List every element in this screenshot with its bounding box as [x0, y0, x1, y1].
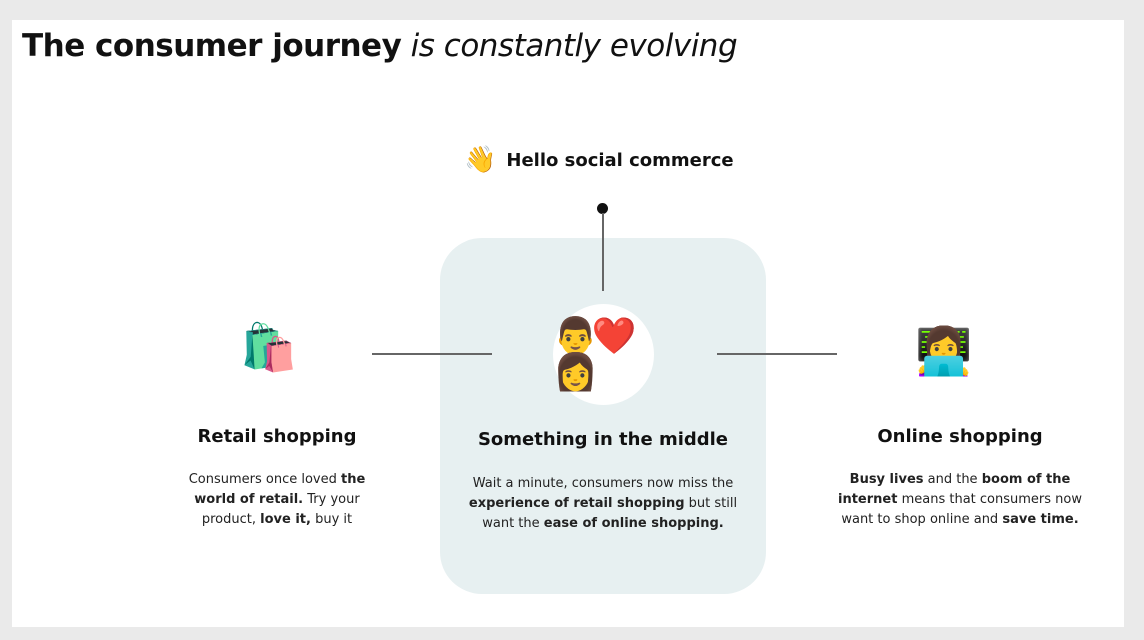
bold-segment-3: ease of online shopping. — [543, 516, 724, 531]
connector-right-line — [717, 353, 837, 355]
left-icon-wrap: 🛍️ — [240, 318, 298, 376]
retail-heading: Retail shopping — [197, 426, 357, 447]
text-segment-2: Try your product, — [201, 492, 360, 527]
middle-description: Wait a minute, consumers now miss the ex… — [458, 474, 748, 534]
slide-title: The consumer journey is constantly evolv… — [22, 28, 738, 64]
couple-with-heart-icon: 👨❤️👩 — [553, 315, 637, 393]
waving-hand-icon: 👋 — [464, 145, 497, 175]
online-description: Busy lives and the boom of the internet … — [820, 470, 1100, 530]
text-segment-3: means that consumers now want to shop on… — [841, 492, 1082, 527]
connector-left-line — [372, 353, 492, 355]
bold-segment-2: boom of the internet — [838, 472, 1071, 507]
center-panel — [440, 238, 766, 594]
bold-segment-3: love it, — [260, 512, 311, 527]
person-with-laptop-icon: 👩‍💻 — [915, 324, 973, 378]
shopping-bags-icon: 🛍️ — [240, 320, 298, 374]
online-heading: Online shopping — [877, 426, 1043, 447]
connector-vertical-line — [602, 213, 604, 291]
slide: The consumer journey is constantly evolv… — [12, 20, 1124, 627]
bold-segment-0: Busy lives — [849, 472, 924, 487]
top-node: 👋 Hello social commerce — [464, 144, 734, 176]
text-segment-4: buy it — [310, 512, 353, 527]
middle-heading: Something in the middle — [477, 429, 729, 450]
bold-segment-1: the world of retail. — [194, 472, 366, 507]
connector-dot — [597, 203, 608, 214]
bold-segment-4: save time. — [1002, 512, 1079, 527]
text-segment-0: Consumers once loved — [188, 472, 341, 487]
right-icon-wrap: 👩‍💻 — [915, 322, 973, 380]
bold-segment-1: experience of retail shopping — [468, 496, 685, 511]
text-segment-2: but still want the — [482, 496, 738, 531]
center-icon-circle: 👨❤️👩 — [553, 304, 654, 405]
retail-description: Consumers once loved the world of retail… — [167, 470, 387, 530]
top-node-label: Hello social commerce — [506, 149, 734, 171]
text-segment-0: Wait a minute, consumers now miss the — [472, 476, 734, 491]
title-italic: is constantly evolving — [410, 28, 738, 64]
text-segment-1: and the — [923, 472, 982, 487]
title-bold: The consumer journey — [22, 28, 402, 64]
